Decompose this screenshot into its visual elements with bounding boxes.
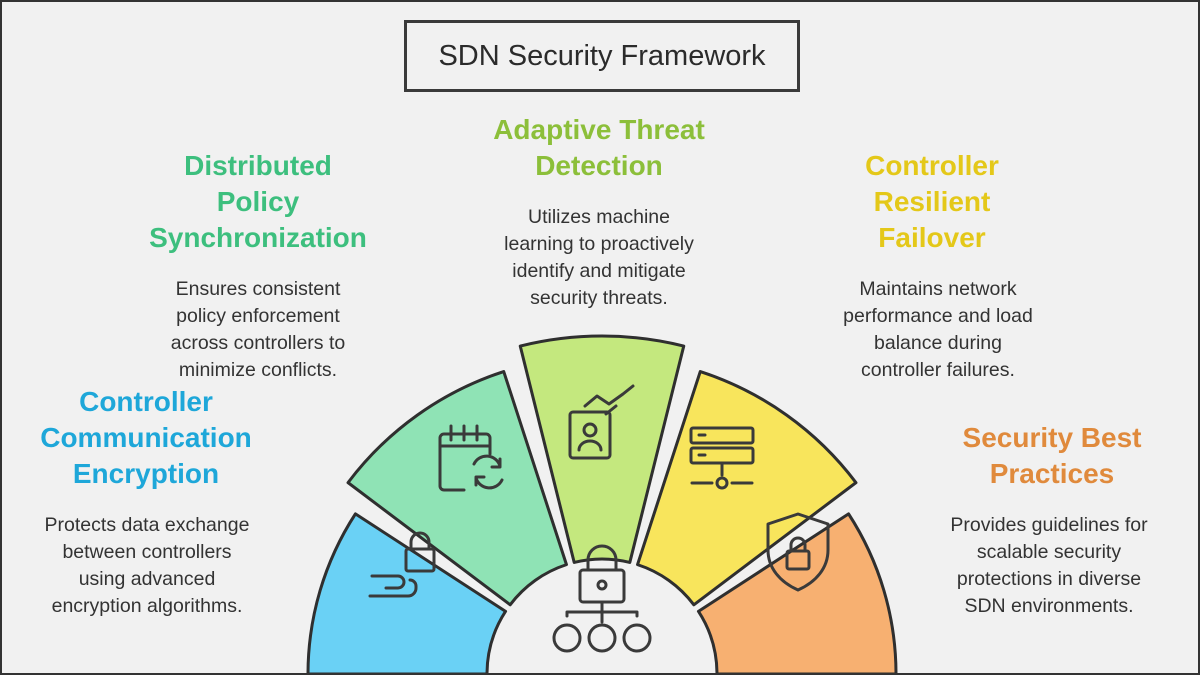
heading-line: Detection — [535, 150, 663, 181]
diagram-title: SDN Security Framework — [438, 39, 766, 72]
heading-threat: Adaptive Threat Detection — [459, 112, 739, 184]
description-line: learning to proactively — [504, 233, 694, 255]
description-line: using advanced — [78, 568, 216, 590]
heading-line: Security Best — [962, 422, 1142, 453]
description-line: Utilizes machine — [528, 206, 670, 228]
heading-line: Communication — [40, 422, 252, 453]
description-line: Protects data exchange — [44, 514, 250, 536]
heading-failover: Controller Resilient Failover — [812, 148, 1052, 256]
segment-encryption — [306, 512, 508, 673]
heading-line: Practices — [989, 458, 1115, 489]
heading-line: Failover — [878, 222, 986, 253]
description-policy: Ensures consistent policy enforcement ac… — [124, 276, 392, 384]
heading-line: Encryption — [72, 458, 220, 489]
description-line: balance during — [874, 332, 1002, 354]
shield-lock-icon — [766, 512, 830, 592]
segment-policy — [346, 370, 568, 607]
lock-hierarchy-icon — [552, 544, 652, 653]
description-line: scalable security — [976, 541, 1122, 563]
server-network-icon — [689, 426, 755, 490]
heading-line: Policy — [216, 186, 300, 217]
heading-policy: Distributed Policy Synchronization — [128, 148, 388, 256]
heading-practices: Security Best Practices — [922, 420, 1182, 492]
description-failover: Maintains network performance and load b… — [810, 276, 1066, 384]
description-encryption: Protects data exchange between controlle… — [12, 512, 282, 620]
description-practices: Provides guidelines for scalable securit… — [914, 512, 1184, 620]
heading-line: Synchronization — [149, 222, 367, 253]
title-box: SDN Security Framework — [404, 20, 800, 92]
hand-lock-icon — [368, 531, 436, 598]
description-line: SDN environments. — [964, 595, 1134, 617]
description-line: encryption algorithms. — [51, 595, 243, 617]
heading-line: Controller — [865, 150, 999, 181]
description-line: Ensures consistent — [175, 278, 341, 300]
id-badge-hand-icon — [568, 384, 635, 460]
description-line: across controllers to — [170, 332, 346, 354]
heading-line: Resilient — [873, 186, 991, 217]
icons-layer — [368, 384, 830, 653]
description-line: protections in diverse — [956, 568, 1142, 590]
description-threat: Utilizes machine learning to proactively… — [464, 204, 734, 312]
description-line: security threats. — [530, 287, 668, 309]
description-line: minimize conflicts. — [178, 359, 338, 381]
calendar-sync-icon — [438, 424, 504, 492]
description-line: controller failures. — [861, 359, 1015, 381]
segment-practices — [696, 512, 898, 673]
description-line: between controllers — [62, 541, 232, 563]
description-line: Provides guidelines for — [950, 514, 1148, 536]
description-line: performance and load — [843, 305, 1033, 327]
heading-encryption: Controller Communication Encryption — [16, 384, 276, 492]
description-line: Maintains network — [859, 278, 1017, 300]
description-line: policy enforcement — [176, 305, 340, 327]
description-line: identify and mitigate — [512, 260, 686, 282]
heading-line: Controller — [79, 386, 213, 417]
heading-line: Distributed — [184, 150, 332, 181]
heading-line: Adaptive Threat — [493, 114, 705, 145]
